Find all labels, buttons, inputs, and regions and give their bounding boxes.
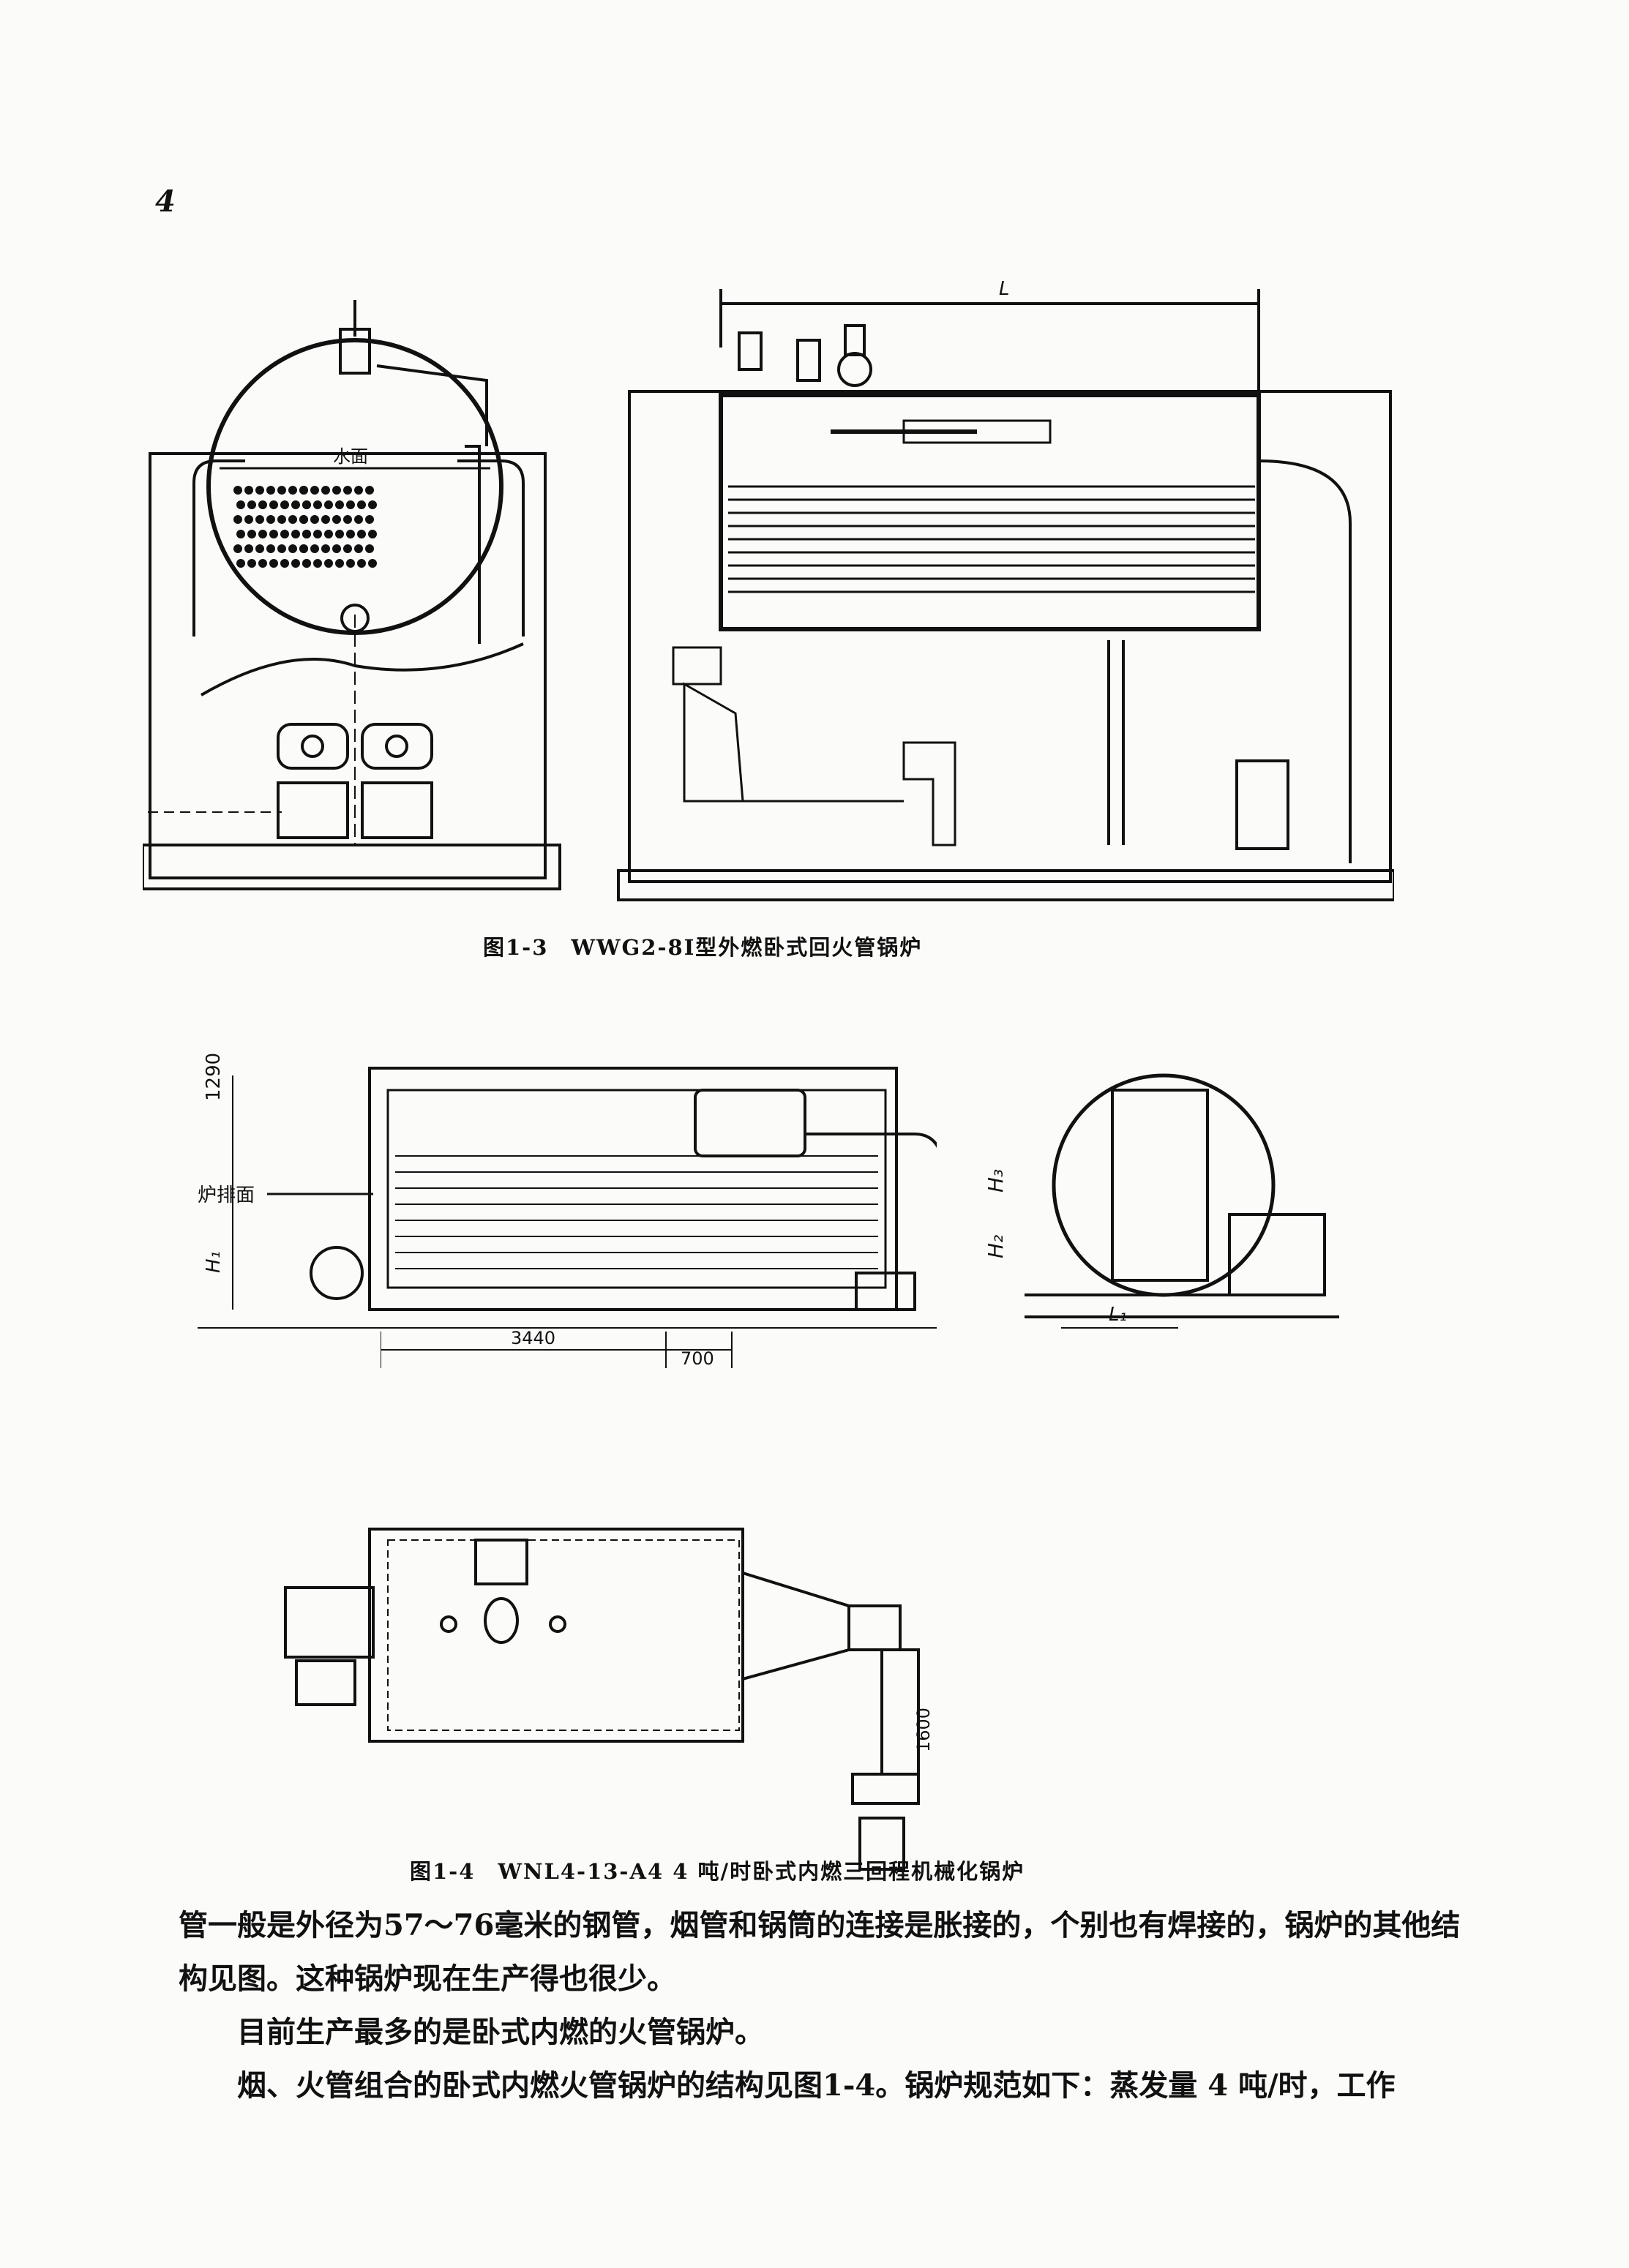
figure-1-4-end-view: H₃ H₂ L₁	[981, 1039, 1339, 1339]
svg-text:水面: 水面	[333, 446, 368, 467]
svg-text:炉排面: 炉排面	[198, 1184, 255, 1206]
svg-text:L₁: L₁	[1109, 1304, 1127, 1326]
svg-text:1290: 1290	[203, 1053, 225, 1101]
svg-text:L: L	[999, 278, 1010, 300]
paragraph-3: 烟、火管组合的卧式内燃火管锅炉的结构见图1-4。锅炉规范如下：蒸发量 4 吨/时…	[237, 2068, 1396, 2103]
page-number: 4	[155, 184, 176, 219]
figure-1-4-elevation: 1290 炉排面 H₁	[198, 1032, 937, 1368]
svg-text:700: 700	[681, 1348, 714, 1369]
svg-text:1600: 1600	[913, 1708, 934, 1752]
figure-1-3-caption: 图1-3 WWG2-8Ⅰ型外燃卧式回火管锅炉	[483, 935, 923, 960]
figure-1-4-caption: 图1-4 WNL4-13-A4 4 吨/时卧式内燃三回程机械化锅炉	[410, 1859, 1025, 1884]
svg-text:H₂: H₂	[984, 1235, 1008, 1258]
body-text: 管一般是外径为57～76毫米的钢管，烟管和锅筒的连接是胀接的，个别也有焊接的，锅…	[179, 1899, 1481, 2112]
figure-1-4-dimension-line: 3440 700	[381, 1328, 761, 1372]
figure-1-4-plan-view: 1600	[267, 1496, 970, 1884]
svg-text:H₁: H₁	[203, 1251, 225, 1273]
figure-1-3-front-view: 水面	[143, 300, 567, 907]
svg-text:H₃: H₃	[984, 1169, 1008, 1193]
paragraph-1: 管一般是外径为57～76毫米的钢管，烟管和锅筒的连接是胀接的，个别也有焊接的，锅…	[179, 1908, 1461, 1996]
figure-1-3-side-view: L	[611, 274, 1394, 918]
svg-text:3440: 3440	[511, 1328, 555, 1348]
paragraph-2: 目前生产最多的是卧式内燃的火管锅炉。	[237, 2015, 764, 2049]
